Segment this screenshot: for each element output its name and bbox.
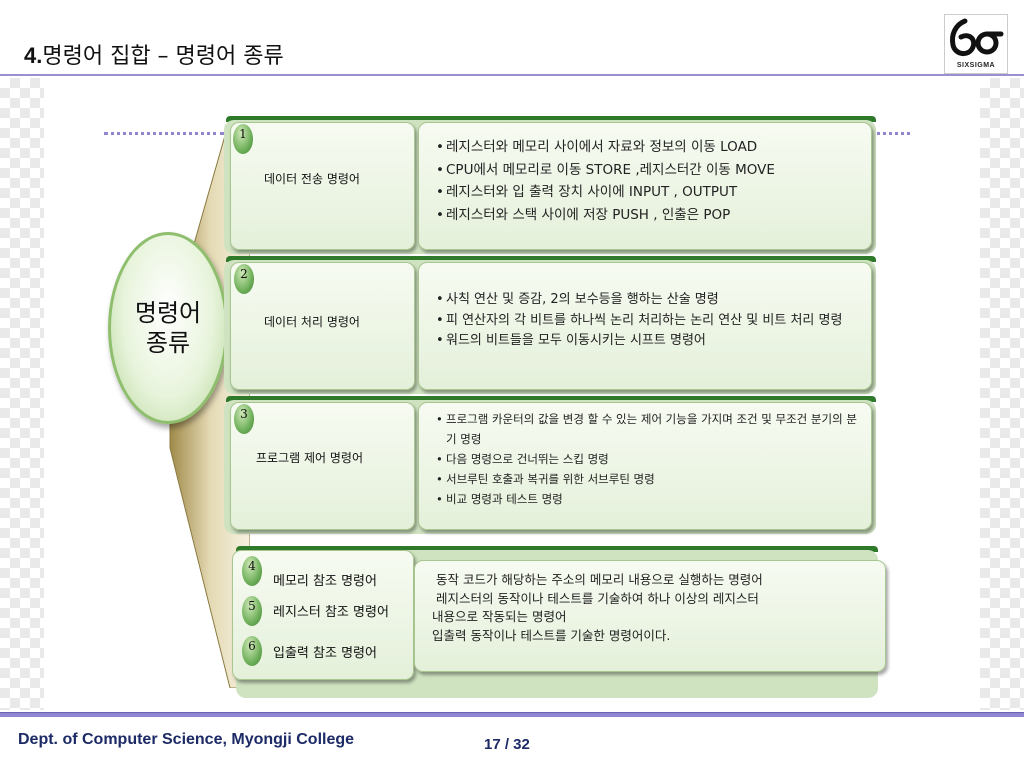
list-item: 레지스터와 메모리 사이에서 자료와 정보의 이동 LOAD [434, 136, 775, 159]
row2-top-bar [226, 256, 876, 262]
row3-bullets: 프로그램 카운터의 값을 변경 할 수 있는 제어 기능을 가지며 조건 및 무… [434, 409, 862, 509]
row2-label: 데이터 처리 명령어 [264, 315, 360, 329]
description-line: 입출력 동작이나 테스트를 기술한 명령어이다. [432, 627, 671, 643]
title-number: 4. [24, 43, 43, 68]
row4-number-badge-6: 6 [242, 636, 262, 666]
sixsigma-logo: SIXSIGMA [944, 14, 1008, 74]
sixsigma-logo-icon [950, 18, 1004, 56]
row4-content-box [414, 560, 886, 672]
dotted-divider-left [104, 132, 224, 135]
list-item: 다음 명령으로 건너뛰는 스킵 명령 [434, 449, 862, 469]
list-item: 피 연산자의 각 비트를 하나씩 논리 처리하는 논리 연산 및 비트 처리 명… [434, 311, 862, 332]
row3-label-box [230, 402, 415, 530]
checker-pattern-left [0, 78, 44, 710]
slide-title: 4.명령어 집합 – 명령어 종류 [24, 38, 284, 70]
row4-label-memory-ref: 메모리 참조 명령어 [273, 574, 377, 589]
row1-number-badge: 1 [233, 124, 253, 154]
row4-description: 동작 코드가 해당하는 주소의 메모리 내용으로 실행하는 명령어 레지스터의 … [432, 571, 872, 645]
row2-label-box [230, 262, 415, 390]
row4-number-badge-5: 5 [242, 596, 262, 626]
center-label-line2: 종류 [145, 329, 191, 357]
row4-number-badge-4: 4 [242, 556, 262, 586]
dotted-divider-right [872, 132, 910, 135]
row3-top-bar [226, 396, 876, 402]
row4-top-bar [236, 546, 878, 552]
footer-dept: Dept. of Computer Science, Myongji Colle… [18, 731, 355, 748]
description-line: 동작 코드가 해당하는 주소의 메모리 내용으로 실행하는 명령어 [432, 572, 763, 587]
center-label: 명령어 종류 [128, 298, 208, 358]
center-circle: 명령어 종류 [108, 232, 228, 424]
title-underline [0, 74, 1024, 76]
row4-label-register-ref: 레지스터 참조 명령어 [273, 605, 389, 620]
checker-pattern-right [980, 78, 1024, 710]
row1-label: 데이터 전송 명령어 [264, 172, 360, 186]
row3-number-badge: 3 [234, 404, 254, 434]
list-item: CPU에서 메모리로 이동 STORE ,레지스터간 이동 MOVE [434, 159, 775, 182]
row1-top-bar [226, 116, 876, 122]
row4-label-box [232, 550, 414, 680]
list-item: 레지스터와 입 출력 장치 사이에 INPUT , OUTPUT [434, 181, 775, 204]
footer-divider [0, 712, 1024, 717]
page-number: 17 / 32 [484, 736, 530, 753]
title-text: 명령어 집합 – 명령어 종류 [42, 44, 284, 69]
row2-bullets: 사칙 연산 및 증감, 2의 보수등을 행하는 산술 명령 피 연산자의 각 비… [434, 290, 862, 352]
list-item: 워드의 비트들을 모두 이동시키는 시프트 명령어 [434, 331, 862, 352]
list-item: 프로그램 카운터의 값을 변경 할 수 있는 제어 기능을 가지며 조건 및 무… [434, 409, 862, 449]
row3-label: 프로그램 제어 명령어 [256, 451, 363, 465]
logo-text: SIXSIGMA [956, 62, 996, 69]
list-item: 사칙 연산 및 증감, 2의 보수등을 행하는 산술 명령 [434, 290, 862, 311]
description-line: 내용으로 작동되는 명령어 [432, 609, 567, 624]
row1-label-box [230, 122, 415, 250]
row4-label-io-ref: 입출력 참조 명령어 [273, 646, 377, 661]
row1-bullets: 레지스터와 메모리 사이에서 자료와 정보의 이동 LOAD CPU에서 메모리… [434, 136, 775, 226]
list-item: 서브루틴 호출과 복귀를 위한 서브루틴 명령 [434, 469, 862, 489]
list-item: 레지스터와 스택 사이에 저장 PUSH , 인출은 POP [434, 204, 775, 227]
description-line: 레지스터의 동작이나 테스트를 기술하여 하나 이상의 레지스터 [432, 590, 759, 606]
center-label-line1: 명령어 [134, 299, 202, 327]
list-item: 비교 명령과 테스트 명령 [434, 489, 862, 509]
row2-number-badge: 2 [234, 264, 254, 294]
